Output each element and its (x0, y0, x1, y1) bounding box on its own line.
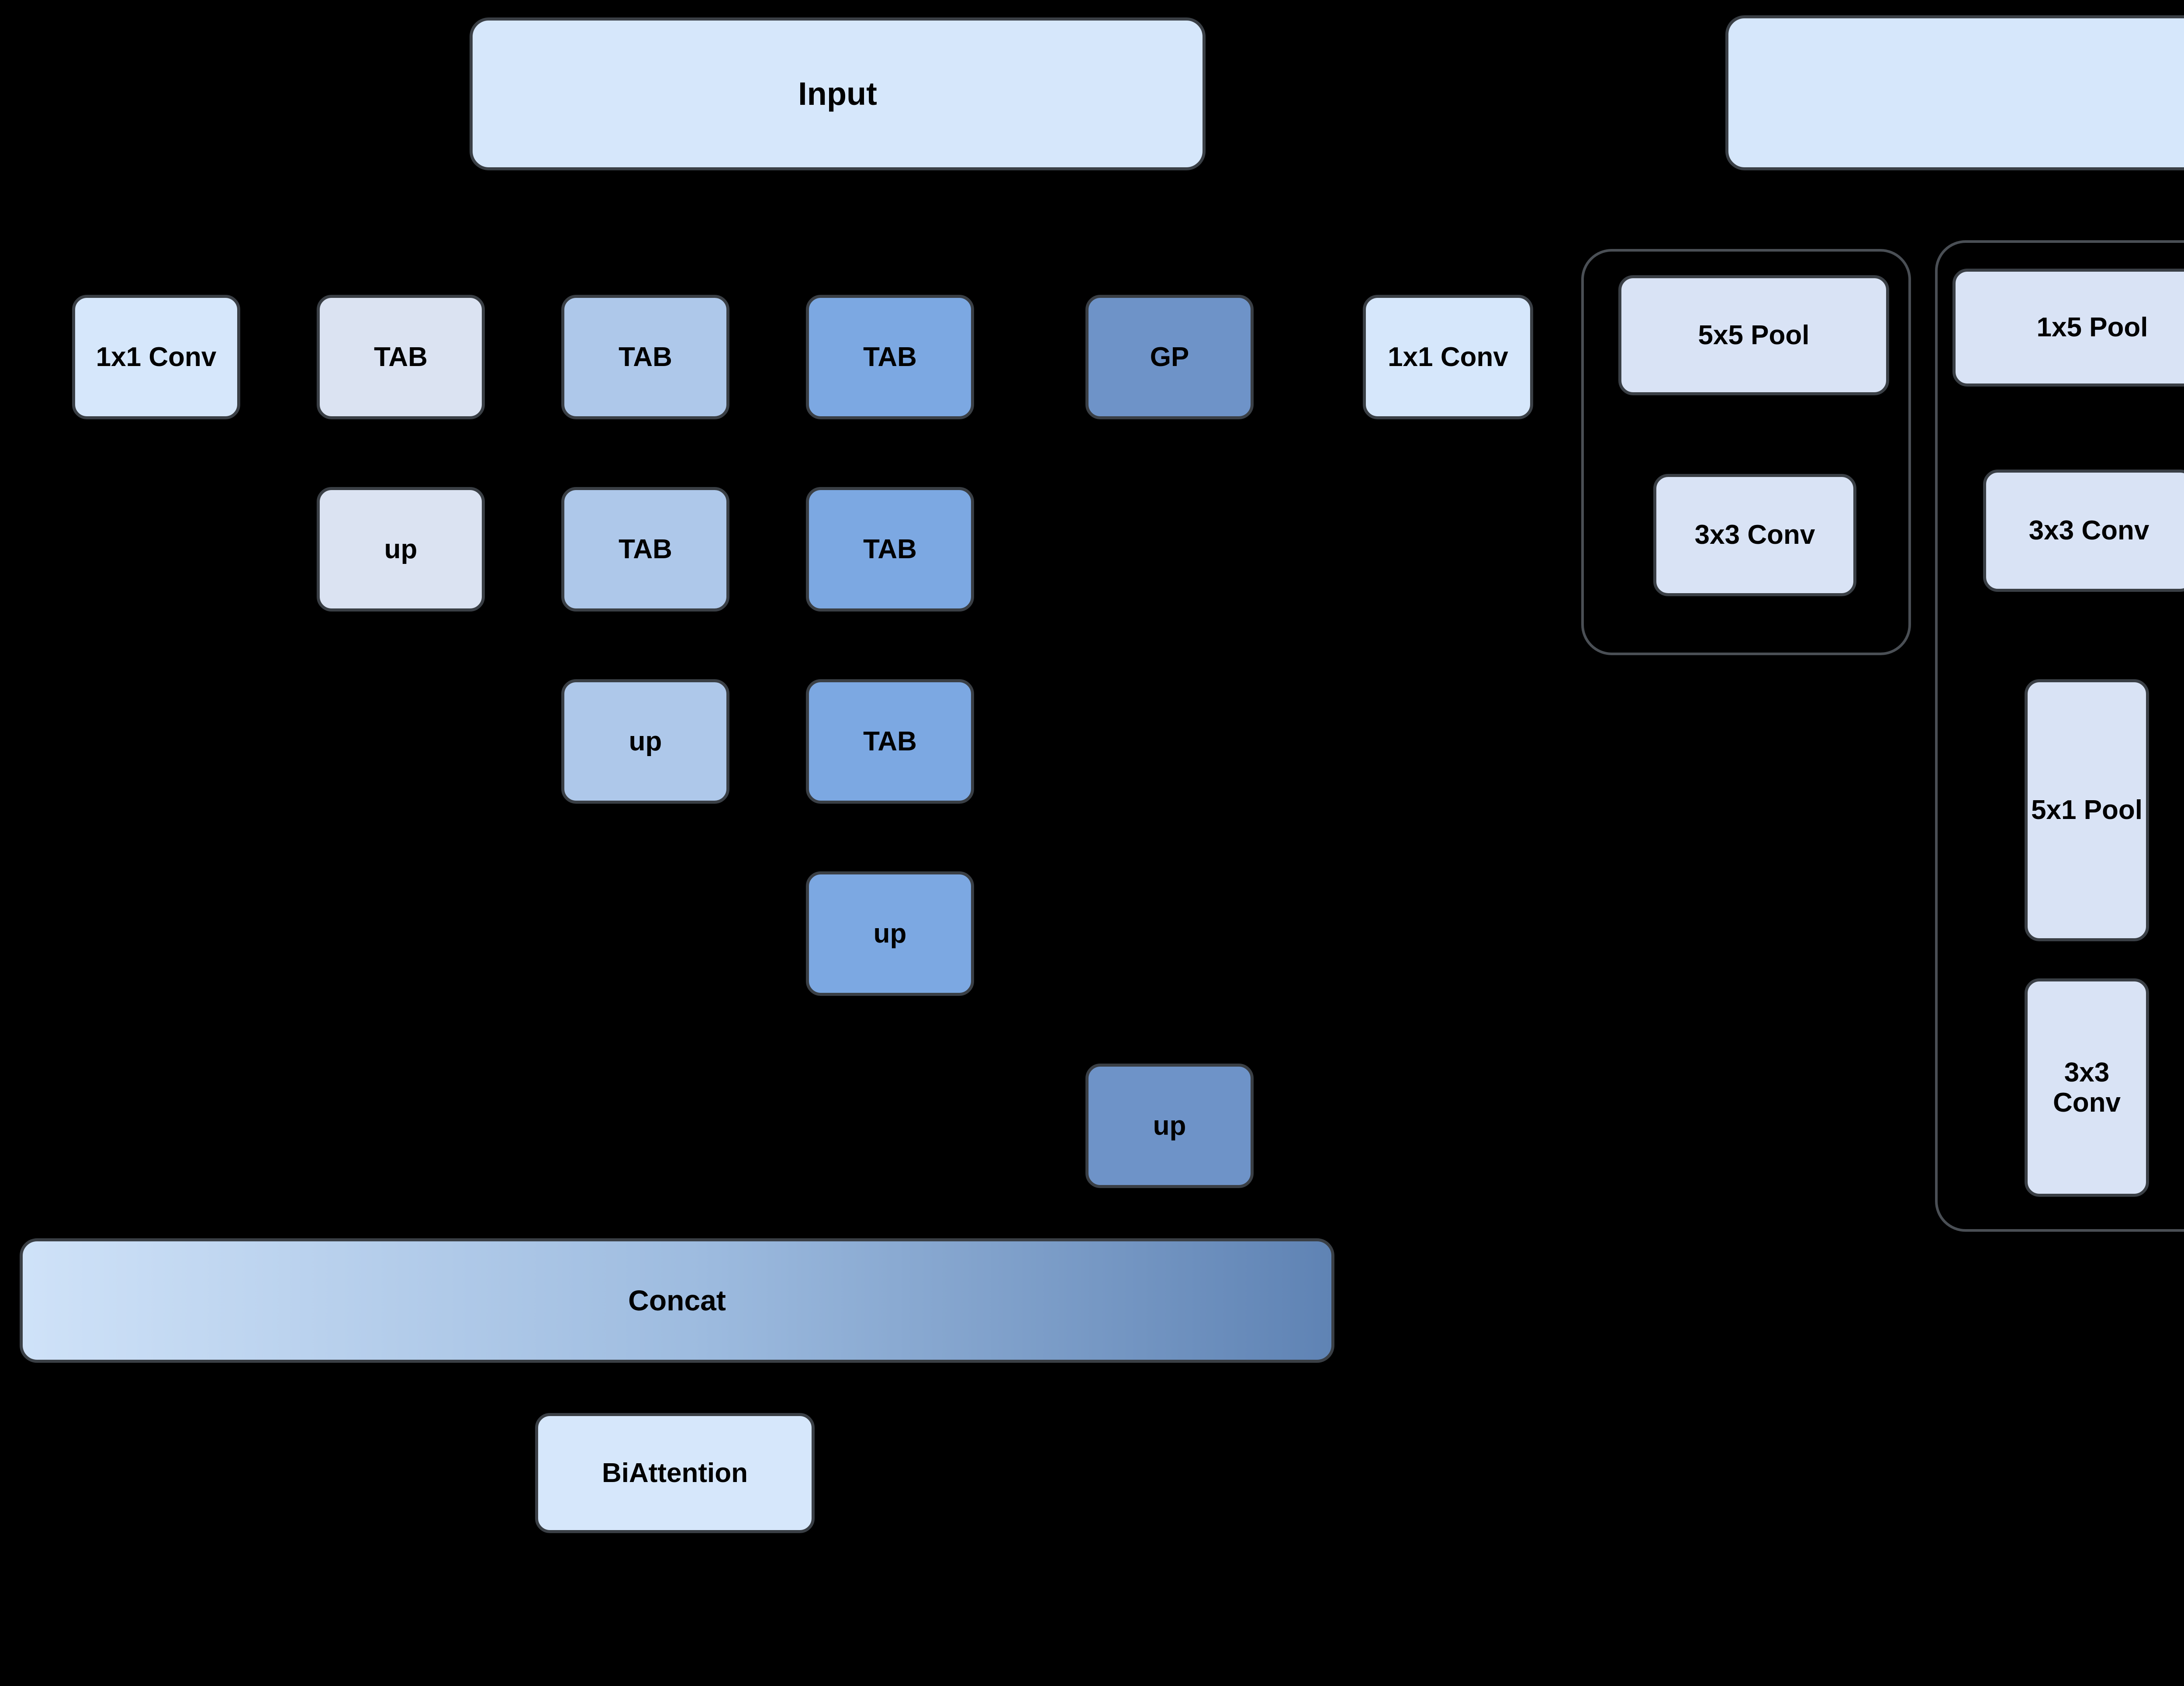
left-block-tab-4: TAB (561, 487, 729, 612)
left-block-standalone-1x1-conv: 1x1 Conv (1363, 295, 1533, 419)
left-block-label: 1x1 Conv (1388, 342, 1508, 372)
biattention-box: BiAttention (535, 1413, 815, 1533)
left-block-gp: GP (1085, 295, 1254, 419)
block-label: 3x3 Conv (2053, 1057, 2121, 1118)
concat-bar: Concat (20, 1238, 1334, 1363)
left-block-label: GP (1150, 342, 1189, 372)
block-label: 5x5 Pool (1698, 320, 1810, 350)
branch2-block-3x3-conv: 3x3 Conv (1983, 470, 2184, 592)
concat-label: Concat (628, 1284, 726, 1316)
left-block-label: up (873, 918, 907, 949)
left-block-label: TAB (619, 534, 672, 564)
left-block-tab-5: TAB (806, 487, 974, 612)
left-block-label: up (629, 726, 662, 757)
left-block-1x1-conv: 1x1 Conv (72, 295, 240, 419)
branch2-block-1x5-pool: 1x5 Pool (1952, 269, 2184, 387)
left-block-tab-3: TAB (806, 295, 974, 419)
biattention-label: BiAttention (601, 1458, 748, 1488)
left-block-tab-1: TAB (317, 295, 485, 419)
left-block-tab-6: TAB (806, 679, 974, 804)
left-block-up-4: up (1085, 1064, 1254, 1188)
left-block-label: up (1153, 1110, 1186, 1141)
input-header-label: Input (798, 75, 877, 112)
block-label: 3x3 Conv (1694, 520, 1815, 550)
branch2-block-3x3-conv-2: 3x3 Conv (2025, 978, 2149, 1197)
block-label: 5x1 Pool (2031, 795, 2143, 826)
left-block-label: TAB (863, 342, 917, 372)
tab-header-box: TAB (1725, 15, 2184, 170)
left-block-up-1: up (317, 487, 485, 612)
branch1-block-3x3-conv: 3x3 Conv (1653, 474, 1856, 596)
left-block-label: up (384, 534, 418, 564)
block-label: 1x5 Pool (2036, 312, 2148, 343)
left-block-label: TAB (863, 726, 917, 757)
branch2-block-5x1-pool: 5x1 Pool (2025, 679, 2149, 941)
left-block-label: TAB (863, 534, 917, 564)
block-label: 3x3 Conv (2028, 515, 2149, 546)
left-block-label: 1x1 Conv (96, 342, 217, 372)
left-block-label: TAB (374, 342, 428, 372)
left-block-up-3: up (806, 871, 974, 996)
branch1-block-5x5-pool: 5x5 Pool (1618, 275, 1889, 395)
left-block-up-2: up (561, 679, 729, 804)
left-block-tab-2: TAB (561, 295, 729, 419)
input-header-box: Input (470, 17, 1206, 170)
left-block-label: TAB (619, 342, 672, 372)
